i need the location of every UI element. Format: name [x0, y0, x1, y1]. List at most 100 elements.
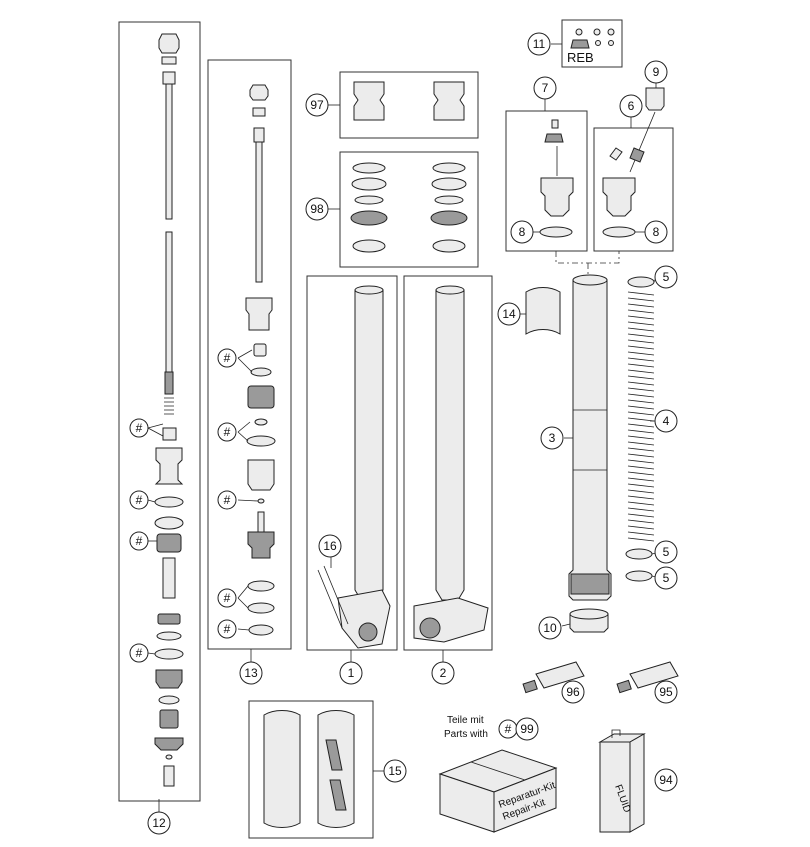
valve-part-13 — [247, 531, 275, 559]
callout-number: 12 — [152, 816, 166, 830]
valve-body-part — [162, 557, 176, 599]
callout-number: 99 — [520, 722, 534, 736]
callout-number: 97 — [310, 98, 324, 112]
rod-part-13 — [255, 141, 263, 283]
group-13-damper-assembly — [207, 59, 292, 662]
oring-part-1 — [154, 496, 184, 508]
adjuster-nut-part-10 — [561, 608, 609, 633]
spring-coil — [627, 291, 655, 542]
tiny-ring-part — [165, 754, 173, 760]
callout-number: 4 — [663, 414, 670, 428]
bottom-valve-part — [154, 737, 184, 751]
svg-text:#: # — [224, 351, 231, 365]
top-nut-part — [158, 33, 180, 54]
tube-part-2 — [435, 289, 465, 601]
hash-marker: # — [129, 418, 149, 438]
callout-c95: 95 — [654, 680, 678, 704]
piston-rod-part — [165, 83, 173, 220]
hash-marker: # — [129, 531, 149, 551]
group-7-fork-cap — [505, 98, 588, 252]
group-2-frame — [403, 275, 493, 651]
bushing-part-97a — [353, 81, 385, 121]
callout-number: 94 — [659, 773, 673, 787]
callout-number: 11 — [533, 37, 546, 51]
svg-text:#: # — [136, 493, 143, 507]
inner-tube-body — [568, 279, 612, 601]
group-97-bushings — [328, 71, 479, 139]
shim-stack-part — [156, 533, 182, 553]
protector-part-a — [263, 710, 301, 828]
hash-marker: # — [217, 619, 237, 639]
inner-rod-part — [165, 231, 173, 373]
hash-marker: # — [217, 348, 237, 368]
callout-c5c: 5 — [654, 566, 678, 590]
hash-marker: # — [498, 719, 518, 739]
callout-c9: 9 — [644, 60, 668, 84]
group-11-frame — [561, 19, 623, 68]
group-98-seals — [328, 151, 479, 268]
callout-c97: 97 — [305, 93, 329, 117]
group-13-frame — [207, 59, 292, 650]
callout-number: 13 — [244, 666, 258, 680]
group-6-frame — [593, 127, 674, 252]
callout-number: 1 — [348, 666, 355, 680]
group-7-frame — [505, 110, 588, 252]
cup-part-13 — [247, 459, 275, 491]
callout-number: 2 — [440, 666, 447, 680]
callout-number: 14 — [502, 307, 516, 321]
group-15-frame — [248, 700, 374, 839]
group-2-outer-tube-right — [403, 275, 493, 664]
inner-tube-part-3 — [564, 274, 612, 601]
group-98-frame — [339, 151, 479, 268]
rod-cap-part — [162, 71, 176, 85]
group-1-frame — [306, 275, 398, 651]
callout-number: 5 — [663, 270, 670, 284]
piston-assembly-part — [154, 447, 184, 485]
bushing-part-13 — [253, 343, 267, 357]
callout-c12: 12 — [147, 811, 171, 835]
callout-c14: 14 — [497, 302, 521, 326]
callout-c5b: 5 — [654, 540, 678, 564]
callout-number: 9 — [653, 65, 660, 79]
hash-marker: # — [129, 643, 149, 663]
callout-c3: 3 — [540, 426, 564, 450]
base-valve-part — [155, 669, 183, 689]
group-12-cartridge-assembly — [118, 21, 201, 812]
callout-number: 6 — [628, 99, 635, 113]
bushing-part — [162, 427, 177, 441]
callout-number: 8 — [519, 225, 526, 239]
valve-cap-part-9 — [645, 87, 665, 111]
piston-part-13 — [247, 385, 275, 409]
group-11-reb-adjuster — [551, 19, 623, 68]
callout-c16: 16 — [318, 534, 342, 558]
svg-text:#: # — [224, 493, 231, 507]
callout-c11: 11 — [527, 32, 551, 56]
oring-part-13a — [250, 367, 272, 377]
callout-c8a: 8 — [510, 220, 534, 244]
seal-part-13b — [247, 602, 275, 614]
callout-c4: 4 — [654, 409, 678, 433]
shaft-part-13 — [257, 511, 265, 533]
washer-part-13b — [247, 580, 275, 592]
callout-number: 10 — [543, 621, 557, 635]
callout-c96: 96 — [561, 680, 585, 704]
valve-part-2 — [157, 613, 181, 625]
callout-number: 16 — [323, 539, 337, 553]
group-1-outer-tube-left — [306, 275, 398, 664]
group-15-fork-protectors — [248, 700, 384, 839]
washer-part-2 — [156, 631, 182, 641]
washer-part-3 — [158, 695, 180, 705]
svg-text:#: # — [136, 646, 143, 660]
washer-part — [161, 56, 177, 65]
seal-ring-part — [154, 516, 184, 530]
rod-cap-part-13 — [253, 127, 265, 143]
reb-label: REB — [567, 50, 594, 65]
callout-c10: 10 — [538, 616, 562, 640]
svg-text:#: # — [505, 722, 512, 736]
hash-marker: # — [217, 490, 237, 510]
svg-text:#: # — [136, 421, 143, 435]
bottom-bolt-part — [163, 765, 175, 787]
cap-part-7 — [540, 177, 574, 217]
